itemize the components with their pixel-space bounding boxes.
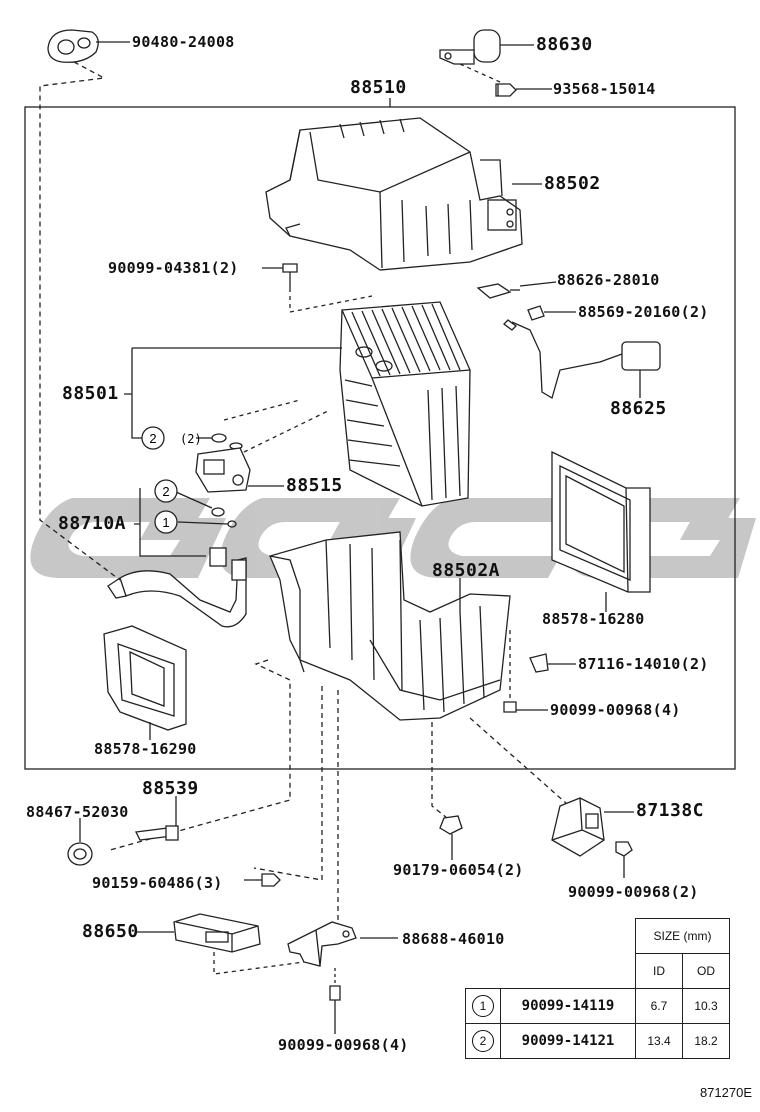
pipe-part (107, 547, 247, 628)
o-ring-part (211, 433, 227, 443)
label-90099-00968-4-lower: 90099-00968(4) (278, 1036, 409, 1054)
label-88578-16290: 88578-16290 (94, 740, 197, 758)
label-87116-14010: 87116-14010(2) (578, 655, 709, 673)
screw-part (495, 83, 517, 97)
svg-text:2: 2 (162, 484, 169, 499)
lower-case-part (269, 531, 511, 721)
sensor-part (439, 29, 501, 65)
table-od-cell: 10.3 (682, 988, 730, 1024)
nut-part (439, 815, 463, 835)
upper-case-part (265, 117, 523, 271)
label-88502: 88502 (544, 173, 601, 194)
o-ring-size-table: SIZE (mm) ID OD 1 90099-14119 6.7 10.3 2… (465, 918, 730, 1059)
evaporator-part (339, 301, 471, 507)
table-row: 1 90099-14119 6.7 10.3 (465, 988, 730, 1024)
table-header-od: OD (682, 953, 730, 989)
label-90159-60486: 90159-60486(3) (92, 874, 223, 892)
thermistor-part (503, 319, 661, 399)
screw-part (282, 263, 298, 292)
table-blank (466, 919, 636, 954)
table-blank (466, 954, 636, 989)
label-90099-00968-4-upper: 90099-00968(4) (550, 701, 681, 719)
label-88569-20160: 88569-20160(2) (578, 303, 709, 321)
label-90480-24008: 90480-24008 (132, 33, 235, 51)
table-part-cell: 90099-14119 (500, 988, 636, 1024)
table-part-cell: 90099-14121 (500, 1023, 636, 1059)
expansion-valve-part (195, 447, 251, 493)
connector-terminal-part (476, 283, 520, 299)
label-88625: 88625 (610, 398, 667, 419)
table-ref-cell: 1 (465, 988, 501, 1024)
svg-text:2: 2 (149, 431, 156, 446)
svg-text:1: 1 (162, 515, 169, 530)
o-ring-part (211, 507, 225, 517)
label-88650: 88650 (82, 921, 139, 942)
air-filter-part (103, 625, 187, 731)
label-88688-46010: 88688-46010 (402, 930, 505, 948)
label-88539: 88539 (142, 778, 199, 799)
diagram-code: 871270E (699, 1085, 752, 1100)
label-88630: 88630 (536, 34, 593, 55)
label-88510: 88510 (350, 77, 407, 98)
label-88515: 88515 (286, 475, 343, 496)
screw-part (503, 701, 517, 713)
clip-part (529, 653, 549, 673)
table-header-id: ID (635, 953, 683, 989)
o-ring-qty-note: (2) (180, 432, 202, 446)
blower-resistor-part (551, 797, 605, 857)
label-88626-28010: 88626-28010 (557, 271, 660, 289)
table-id-cell: 13.4 (635, 1023, 683, 1059)
cap-part (527, 305, 545, 321)
amplifier-module-part (173, 913, 261, 953)
bracket-part (287, 921, 357, 967)
label-93568-15014: 93568-15014 (553, 80, 656, 98)
label-90179-06054: 90179-06054(2) (393, 861, 524, 879)
label-88501: 88501 (62, 383, 119, 404)
bolt-part (135, 825, 179, 841)
assembly-frame (24, 106, 736, 770)
table-ref-cell: 2 (465, 1023, 501, 1059)
label-88578-16280: 88578-16280 (542, 610, 645, 628)
label-87138C: 87138C (636, 800, 705, 821)
label-90099-04381: 90099-04381(2) (108, 259, 239, 277)
callout-2-upper: 2 (141, 426, 165, 450)
screw-part (261, 873, 281, 887)
table-row: 2 90099-14121 13.4 18.2 (465, 1023, 730, 1059)
callout-2-lower: 2 (154, 479, 178, 503)
plug-cap-part (67, 842, 93, 866)
air-filter-part (551, 450, 651, 593)
table-od-cell: 18.2 (682, 1023, 730, 1059)
label-90099-00968-2: 90099-00968(2) (568, 883, 699, 901)
table-header-size: SIZE (mm) (635, 918, 730, 954)
table-id-cell: 6.7 (635, 988, 683, 1024)
label-88710A: 88710A (58, 513, 127, 534)
screw-part (329, 985, 341, 1001)
label-88502A: 88502A (432, 560, 501, 581)
callout-1: 1 (154, 510, 178, 534)
screw-part (615, 841, 633, 857)
grommet-part (47, 29, 99, 63)
label-88467-52030: 88467-52030 (26, 803, 129, 821)
